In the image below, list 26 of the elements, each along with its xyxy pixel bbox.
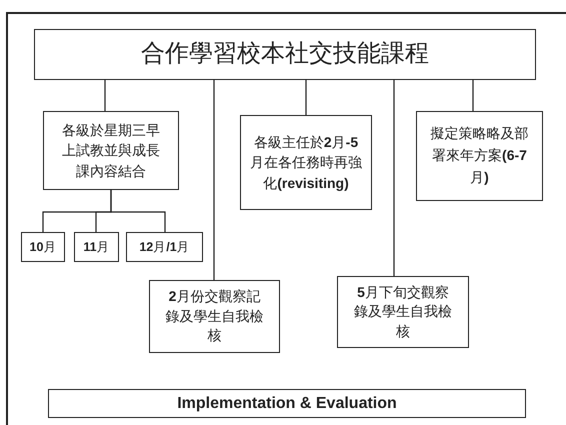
box-text: Implementation & Evaluation [177,394,397,414]
process-box [149,280,280,353]
process-box [21,232,65,262]
box-text: 各級於星期三早上試教並與成長課內容結合 [60,121,161,181]
process-box [126,232,203,262]
process-box [337,276,469,348]
connector-line [104,80,106,111]
connector-line [305,80,307,115]
process-box [416,111,543,201]
footer-box [48,389,526,418]
box-text: 各級主任於2月-5月在各任務時再強化(revisiting) [248,133,363,193]
connector-line [213,80,215,280]
box-text: 11月 [83,240,110,254]
box-text: 10月 [30,240,56,254]
connector-line [472,80,474,111]
box-text: 2月份交觀察記錄及學生自我檢核 [164,287,264,346]
box-text: 5月下旬交觀察錄及學生自我檢核 [352,282,453,341]
connector-line [393,80,395,276]
process-box [74,232,119,262]
process-box [43,111,179,190]
box-text: 合作學習校本社交技能課程 [141,40,429,69]
title-box [34,29,536,80]
process-box [240,115,372,210]
box-text: 擬定策略略及部署來年方案(6-7月) [429,124,530,187]
connector-line [110,190,166,232]
box-text: 12月/1月 [139,240,190,254]
